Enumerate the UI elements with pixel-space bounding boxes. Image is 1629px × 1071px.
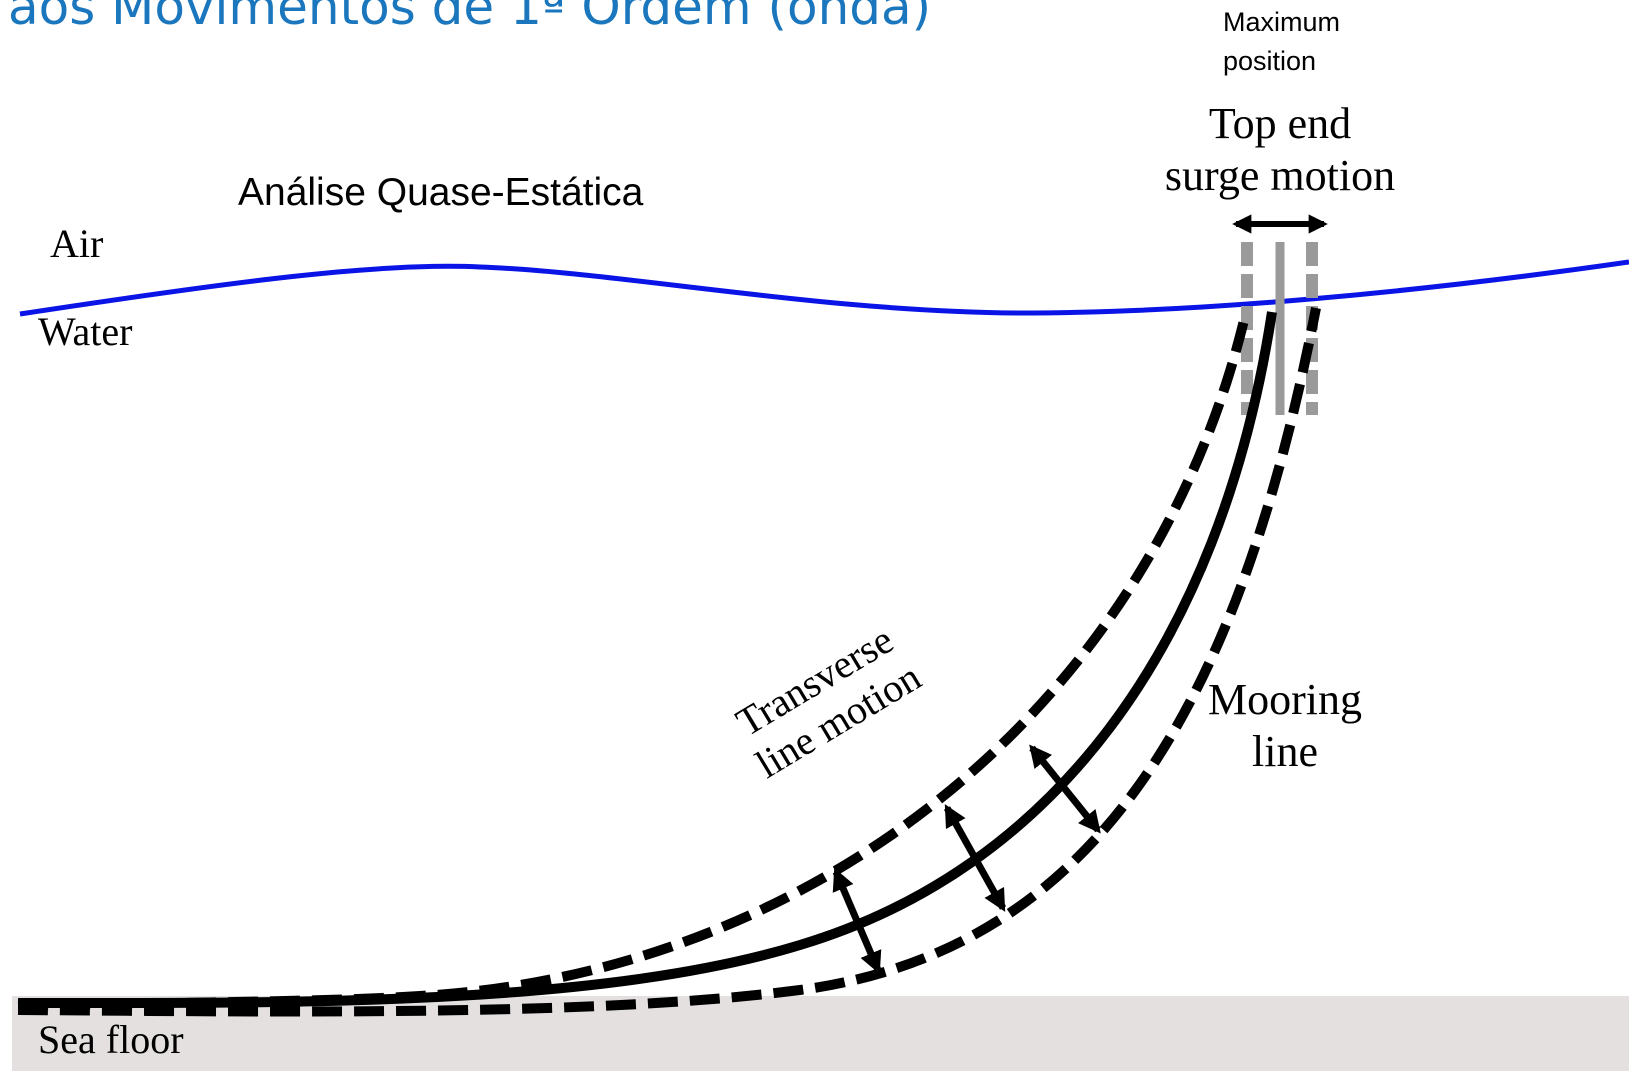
transverse-arrow: [832, 867, 882, 975]
water-surface: [19, 259, 1629, 317]
top-end-surge-label: Top end surge motion: [1148, 98, 1412, 202]
mooring-line1: Mooring: [1208, 675, 1362, 724]
transverse-arrow: [943, 804, 1007, 912]
transverse-arrow: [1029, 744, 1101, 834]
maximum-position-line2: position: [1223, 46, 1317, 76]
maximum-position-label: Maximum position: [1223, 3, 1340, 81]
mooring-line-mean: [17, 311, 1277, 1009]
top-end-line2: surge motion: [1164, 151, 1396, 200]
mooring-line-offset-upper: [17, 310, 1251, 1011]
maximum-position-line1: Maximum: [1223, 7, 1341, 37]
subtitle: Análise Quase-Estática: [238, 171, 644, 214]
sea-floor-label: Sea floor: [38, 1017, 184, 1062]
water-label: Water: [38, 309, 133, 354]
mooring-line-offset-lower: [17, 307, 1321, 1017]
transverse-arrows: [832, 744, 1101, 975]
slide-title: aos Movimentos de 1ª Ordem (onda): [8, 0, 932, 36]
mooring-line2: line: [1252, 727, 1318, 776]
top-end-line1: Top end: [1208, 99, 1352, 148]
air-label: Air: [50, 221, 104, 266]
mooring-line-label: Mooring line: [1195, 674, 1375, 778]
